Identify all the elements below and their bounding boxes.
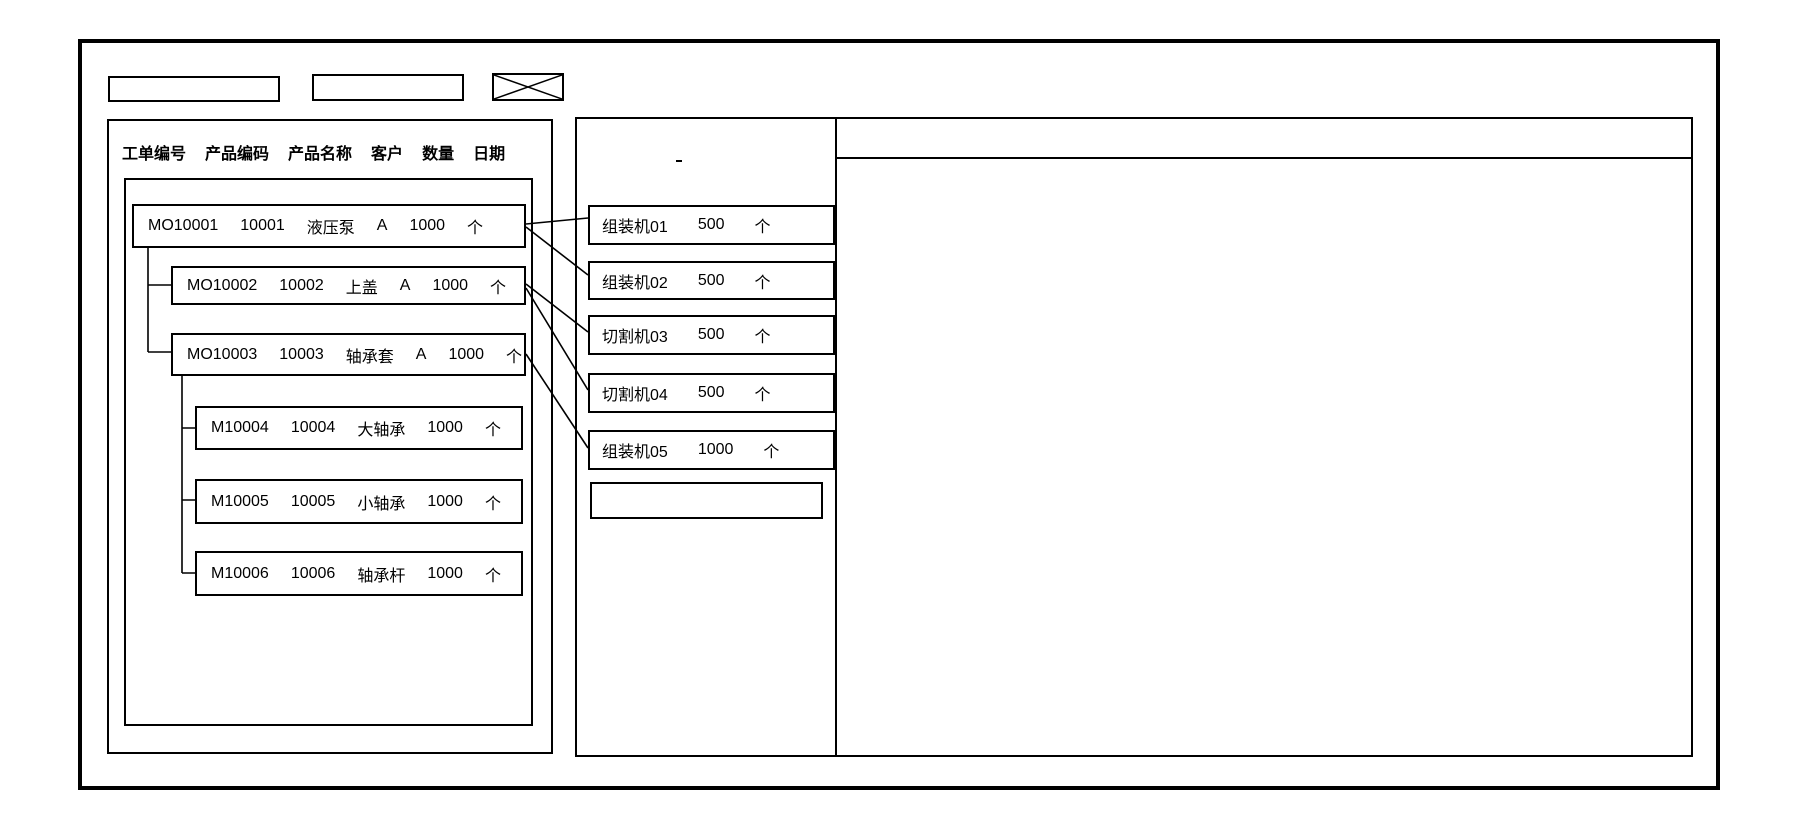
- wo-customer: A: [415, 345, 427, 363]
- work-order-node-m10005[interactable]: M10005 10005 小轴承 1000 个: [195, 479, 523, 524]
- machine-item-empty[interactable]: [590, 482, 823, 519]
- machine-unit: 个: [754, 219, 771, 236]
- wo-id: M10004: [211, 419, 269, 436]
- work-order-node-m10004[interactable]: M10004 10004 大轴承 1000 个: [195, 406, 523, 450]
- wo-qty: 1000: [427, 419, 463, 436]
- wo-unit: 个: [484, 567, 501, 585]
- machine-qty: 500: [697, 326, 725, 343]
- machine-name: 组装机01: [602, 219, 668, 236]
- wo-id: MO10003: [187, 345, 258, 363]
- machine-item-01[interactable]: 组装机01 500 个: [588, 205, 835, 245]
- work-order-node-mo10001[interactable]: MO10001 10001 液压泵 A 1000 个: [132, 204, 526, 248]
- machine-qty: 500: [697, 216, 725, 233]
- toolbar-input-1[interactable]: [108, 76, 280, 102]
- wo-product: 上盖: [345, 279, 378, 297]
- wo-qty: 1000: [409, 217, 446, 234]
- work-order-node-m10006[interactable]: M10006 10006 轴承杆 1000 个: [195, 551, 523, 596]
- wo-code: 10002: [279, 276, 324, 294]
- machine-name: 组装机05: [602, 444, 668, 461]
- wo-code: 10004: [290, 419, 336, 436]
- wo-code: 10005: [290, 492, 336, 510]
- wo-id: MO10001: [148, 217, 219, 234]
- column-product-name: 产品名称: [288, 146, 353, 163]
- work-order-tree-container: [124, 178, 533, 726]
- machine-unit: 个: [754, 274, 771, 292]
- wo-product: 大轴承: [357, 422, 406, 439]
- wo-customer: A: [376, 217, 388, 234]
- wo-qty: 1000: [427, 564, 463, 582]
- machine-item-02[interactable]: 组装机02 500 个: [588, 261, 835, 300]
- wo-unit: 个: [467, 220, 484, 237]
- wo-id: MO10002: [187, 276, 258, 294]
- column-product-code: 产品编码: [205, 146, 270, 163]
- wo-id: M10006: [211, 564, 269, 582]
- work-order-node-mo10002[interactable]: MO10002 10002 上盖 A 1000 个: [171, 266, 526, 305]
- work-order-node-mo10003[interactable]: MO10003 10003 轴承套 A 1000 个: [171, 333, 526, 376]
- wo-unit: 个: [484, 422, 501, 439]
- machine-item-03[interactable]: 切割机03 500 个: [588, 315, 835, 355]
- machine-unit: 个: [754, 329, 771, 346]
- wo-code: 10003: [279, 345, 324, 363]
- machine-panel-mark: [676, 160, 682, 162]
- wo-id: M10005: [211, 492, 269, 510]
- wo-product: 轴承杆: [357, 567, 406, 585]
- wo-customer: A: [399, 276, 411, 294]
- column-quantity: 数量: [422, 146, 455, 163]
- wo-product: 小轴承: [357, 495, 406, 513]
- wo-code: 10006: [290, 564, 336, 582]
- machine-item-04[interactable]: 切割机04 500 个: [588, 373, 835, 413]
- machine-qty: 1000: [697, 441, 734, 458]
- machine-name: 组装机02: [602, 274, 668, 292]
- wo-qty: 1000: [432, 276, 469, 294]
- machine-qty: 500: [697, 384, 725, 401]
- machine-name: 切割机04: [602, 387, 668, 404]
- wo-product: 轴承套: [345, 348, 394, 366]
- wo-code: 10001: [240, 217, 285, 234]
- machine-name: 切割机03: [602, 329, 668, 346]
- close-icon[interactable]: [492, 73, 564, 101]
- column-header: 工单编号 产品编码 产品名称 客户 数量 日期: [122, 142, 506, 163]
- wo-unit: 个: [506, 348, 523, 366]
- toolbar-input-2[interactable]: [312, 74, 464, 101]
- machine-unit: 个: [763, 444, 780, 461]
- machine-item-05[interactable]: 组装机05 1000 个: [588, 430, 835, 470]
- machine-qty: 500: [697, 271, 725, 289]
- column-date: 日期: [473, 146, 506, 163]
- wo-qty: 1000: [427, 492, 463, 510]
- wo-unit: 个: [484, 495, 501, 513]
- wo-unit: 个: [490, 279, 507, 297]
- wo-product: 液压泵: [306, 220, 355, 237]
- machine-unit: 个: [754, 387, 771, 404]
- right-panel-header-line: [836, 157, 1693, 159]
- machine-panel-divider: [835, 117, 837, 757]
- column-order-no: 工单编号: [122, 146, 187, 163]
- column-customer: 客户: [371, 146, 404, 163]
- wo-qty: 1000: [448, 345, 485, 363]
